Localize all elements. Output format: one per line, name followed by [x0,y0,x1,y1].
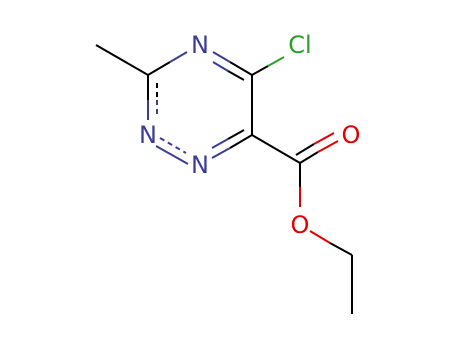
atom-n4: N [191,31,209,59]
bond-n2-n1 [155,137,189,165]
atom-n2: N [139,121,157,149]
atom-labels: N N N Cl O O [139,31,360,239]
bond-ester-oxygen-ch2 [309,230,353,256]
bond-c6-carbonyl-carbon [251,134,301,164]
bond-carbonyl-double [295,132,339,164]
bond-c6-n1-double [211,129,253,159]
bond-c3-n4 [147,51,188,76]
bond-n4-c5-double [212,51,253,81]
bond-methyl-c3 [95,44,149,76]
bonds [95,44,353,314]
atom-oxygen-carbonyl: O [342,121,361,149]
atom-n1: N [191,151,209,179]
bond-c3-n2-double [147,75,158,120]
atom-oxygen-ester: O [291,211,310,239]
bond-c5-cl [251,56,285,76]
atom-chlorine: Cl [288,31,311,59]
